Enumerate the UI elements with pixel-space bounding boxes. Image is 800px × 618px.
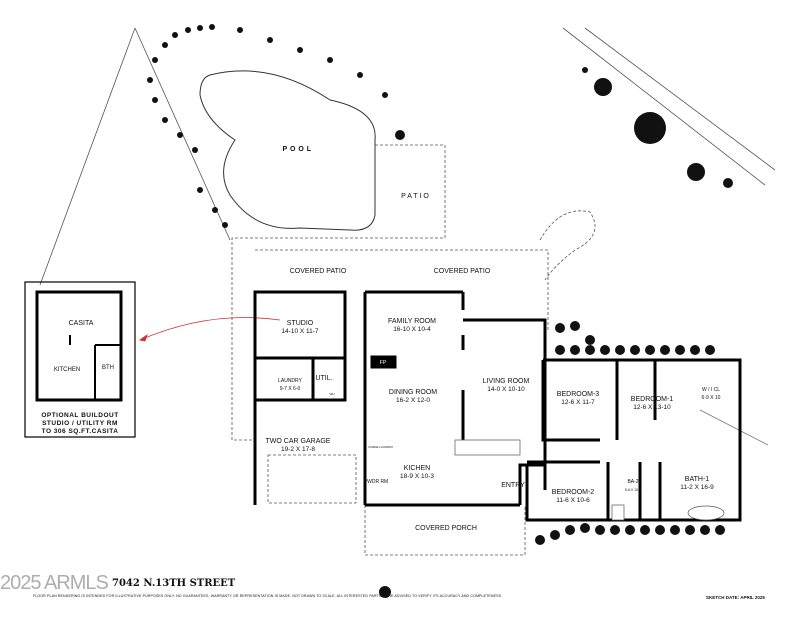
water-heater-label: WH bbox=[329, 392, 335, 396]
fireplace-label: FP bbox=[377, 359, 389, 367]
casita-note-line: STUDIO / UTILITY RM bbox=[42, 420, 118, 427]
room-dims: 12-6 X 13-10 bbox=[633, 404, 671, 411]
room-dims: 5-6 X 10-5 bbox=[624, 488, 642, 492]
room-util: UTIL. bbox=[315, 375, 333, 382]
room-name: BEDROOM-3 bbox=[556, 391, 600, 398]
pool-label: P O O L bbox=[282, 146, 312, 153]
room-laundry: LAUNDRY 9-7 X 6-0 bbox=[278, 377, 302, 393]
room-dims: 16-10 X 10-4 bbox=[393, 326, 431, 333]
room-dims: 14-0 X 10-10 bbox=[487, 386, 525, 393]
room-dims: 14-10 X 11-7 bbox=[281, 328, 319, 335]
room-dims: 19-2 X 17-8 bbox=[281, 446, 315, 453]
entry-label: ENTRY bbox=[501, 482, 525, 489]
room-walk-in-closet: W / I CL 6-9 X 10 bbox=[702, 386, 721, 402]
landscaping bbox=[147, 24, 733, 598]
pool bbox=[199, 70, 376, 231]
casita-note: OPTIONAL BUILDOUT STUDIO / UTILITY RM TO… bbox=[41, 412, 118, 436]
casita-label: CASITA bbox=[68, 320, 94, 327]
room-name: DINING ROOM bbox=[388, 389, 438, 396]
room-name: FAMILY ROOM bbox=[388, 318, 436, 325]
room-dims: 11-6 X 10-6 bbox=[556, 497, 590, 504]
room-dims: 12-6 X 11-7 bbox=[561, 399, 595, 406]
room-dims: 16-2 X 12-0 bbox=[396, 397, 430, 404]
covered-porch-label: COVERED PORCH bbox=[415, 525, 477, 532]
inside-laundry-label: INSIDE LAUNDRY bbox=[368, 445, 394, 449]
room-name: BEDROOM-1 bbox=[630, 396, 674, 403]
room-name: BEDROOM-2 bbox=[551, 489, 595, 496]
sketch-date: SKETCH DATE: APRIL 2025 bbox=[706, 595, 765, 600]
casita-bath-label: BTH bbox=[102, 365, 114, 371]
arrow-head bbox=[139, 333, 148, 342]
room-dims: 18-9 X 10-3 bbox=[400, 473, 434, 480]
arrow-line bbox=[139, 317, 281, 341]
casita-note-line: TO 306 SQ.FT.CASITA bbox=[41, 428, 119, 435]
room-name: TWO CAR GARAGE bbox=[265, 438, 331, 445]
room-dims: 11-2 X 16-9 bbox=[680, 484, 714, 491]
room-name: BATH-1 bbox=[684, 476, 710, 483]
walls bbox=[35, 290, 742, 522]
powder-room-label: PWDR RM bbox=[363, 479, 389, 485]
covered-porch-outline bbox=[364, 505, 526, 556]
room-ba-2: BA-2 5-6 X 10-5 bbox=[625, 478, 641, 494]
address-title: 7042 N.13TH STREET bbox=[112, 578, 236, 589]
room-name: LIVING ROOM bbox=[482, 378, 530, 385]
disclaimer: FLOOR PLAN RENDERING IS INTENDED FOR ILL… bbox=[33, 594, 503, 598]
room-name: STUDIO bbox=[286, 320, 314, 327]
patio-label: P A T I O bbox=[401, 193, 429, 200]
room-dims: 9-7 X 6-0 bbox=[279, 386, 301, 392]
room-dims: 6-9 X 10 bbox=[701, 395, 721, 401]
covered-patio-outline bbox=[255, 249, 549, 330]
casita-kitchen-label: KITCHEN bbox=[53, 367, 81, 373]
property-line bbox=[39, 27, 776, 286]
room-name: W / I CL bbox=[701, 387, 721, 393]
room-name: KICHEN bbox=[403, 465, 431, 472]
casita-note-line: OPTIONAL BUILDOUT bbox=[41, 412, 119, 419]
watermark: 2025 ARMLS bbox=[0, 572, 109, 594]
room-name: LAUNDRY bbox=[278, 378, 302, 384]
casita-box bbox=[24, 281, 136, 438]
covered-patio-right-label: COVERED PATIO bbox=[433, 268, 491, 275]
room-name: BA-2 bbox=[627, 479, 639, 485]
patio-outline bbox=[231, 144, 446, 441]
covered-patio-left-label: COVERED PATIO bbox=[289, 268, 347, 275]
